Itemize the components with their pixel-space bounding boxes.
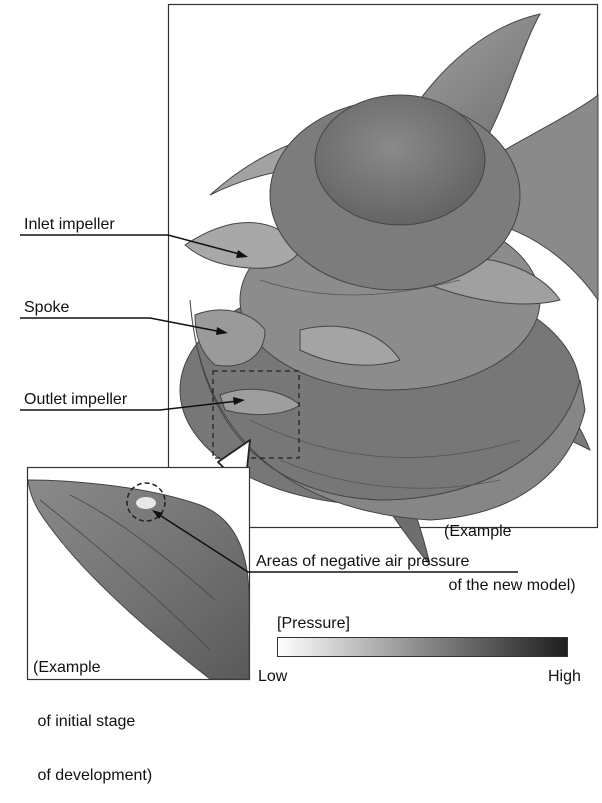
initial-stage-caption: (Example of initial stage of development… <box>33 623 152 803</box>
initial-stage-caption-line-2: of initial stage <box>33 713 152 731</box>
negative-pressure-highlight <box>136 497 156 509</box>
outlet-impeller-label: Outlet impeller <box>24 391 127 409</box>
initial-stage-caption-line-3: of development) <box>33 767 152 785</box>
initial-stage-caption-line-1: (Example <box>33 659 152 677</box>
new-model-caption-line-2: of the new model) <box>444 577 576 595</box>
new-model-caption-line-1: (Example <box>444 523 576 541</box>
inlet-impeller-label: Inlet impeller <box>24 216 115 234</box>
legend-title: [Pressure] <box>277 615 350 633</box>
pressure-legend-bar <box>278 638 568 657</box>
legend-low-label: Low <box>258 668 287 686</box>
legend-high-label: High <box>548 668 581 686</box>
negative-pressure-label: Areas of negative air pressure <box>256 553 469 571</box>
hub-dome-top <box>315 95 485 225</box>
new-model-caption: (Example of the new model) <box>444 487 576 613</box>
spoke-label: Spoke <box>24 299 69 317</box>
